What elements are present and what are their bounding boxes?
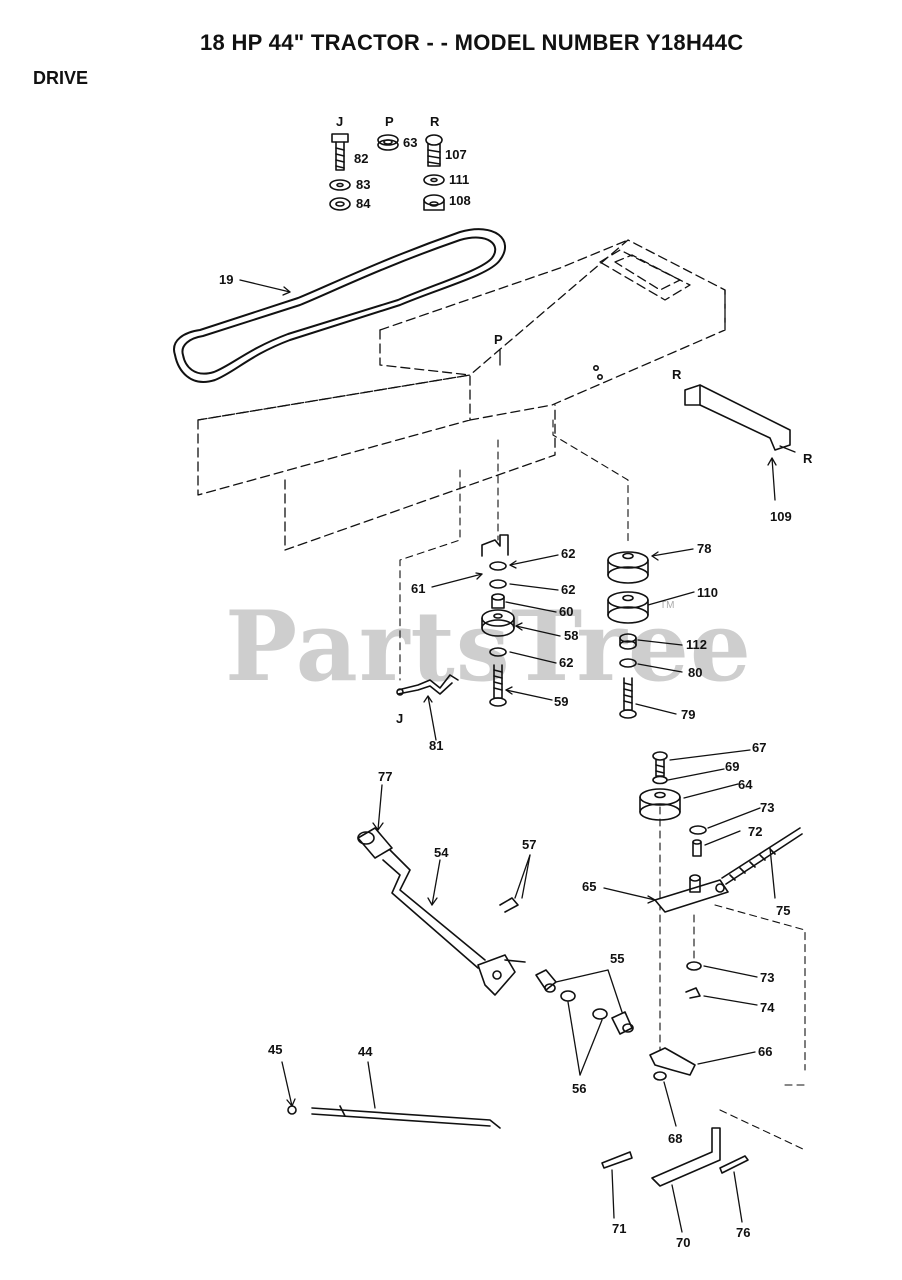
- callout-82: 82: [354, 151, 369, 166]
- callout-109: 109: [770, 509, 792, 524]
- callout-62-b: 62: [561, 582, 576, 597]
- washer-73: [689, 825, 707, 835]
- callout-71: 71: [612, 1221, 627, 1236]
- callout-62-c: 62: [559, 655, 574, 670]
- belt-19: [173, 228, 506, 383]
- washer-62: [489, 561, 507, 571]
- tractor-frame: [197, 239, 726, 551]
- callout-78: 78: [697, 541, 712, 556]
- leader-lines: [239, 279, 796, 1233]
- nut-68: [653, 1071, 667, 1081]
- callout-P-top: P: [385, 114, 394, 129]
- pulley-78: [607, 551, 649, 584]
- watermark-tm: TM: [660, 600, 675, 611]
- clip-74: [685, 987, 701, 999]
- callout-R-left: R: [672, 367, 682, 382]
- washer-83: [329, 179, 351, 191]
- callout-80: 80: [688, 665, 703, 680]
- pin-76: [719, 1155, 749, 1174]
- spacer-112: [619, 633, 637, 650]
- bolt-59: [489, 664, 507, 707]
- callout-107: 107: [445, 147, 467, 162]
- pin-71: [601, 1151, 633, 1169]
- callout-P-mid: P: [494, 332, 503, 347]
- callout-61: 61: [411, 581, 426, 596]
- callout-74: 74: [760, 1000, 775, 1015]
- callout-54: 54: [434, 845, 449, 860]
- callout-19: 19: [219, 272, 234, 287]
- spacer-72: [692, 839, 702, 857]
- callout-45: 45: [268, 1042, 283, 1057]
- callout-64: 64: [738, 777, 753, 792]
- lever-70: [651, 1127, 721, 1187]
- pulley-64: [639, 788, 681, 821]
- rod-44: [311, 1105, 501, 1129]
- bracket-66: [649, 1047, 696, 1076]
- idler-bracket-61: [481, 534, 509, 557]
- callout-112: 112: [686, 637, 707, 652]
- callout-108: 108: [449, 193, 471, 208]
- pedal-shaft-54: [357, 827, 526, 996]
- callout-65: 65: [582, 879, 597, 894]
- washer-73-b: [686, 961, 702, 971]
- watermark: PartsTree: [225, 590, 752, 703]
- washer-62-b: [489, 579, 507, 589]
- callout-83: 83: [356, 177, 371, 192]
- clip-45: [287, 1105, 297, 1115]
- callout-57: 57: [522, 837, 537, 852]
- idler-pulley-58: [481, 609, 515, 637]
- washer-62-c: [489, 647, 507, 657]
- callout-59: 59: [554, 694, 569, 709]
- bolt-79: [619, 677, 637, 719]
- callout-J-mid: J: [396, 711, 404, 726]
- callout-84: 84: [356, 196, 371, 211]
- section-title: DRIVE: [33, 68, 89, 88]
- page-title: 18 HP 44" TRACTOR - - MODEL NUMBER Y18H4…: [200, 30, 744, 55]
- callout-R-right: R: [803, 451, 813, 466]
- callout-76: 76: [736, 1225, 751, 1240]
- callout-72: 72: [748, 824, 763, 839]
- callout-77: 77: [378, 769, 393, 784]
- idler-arm-65: [654, 874, 729, 913]
- nut-84: [329, 197, 351, 211]
- callout-75: 75: [776, 903, 791, 918]
- bushing-56: [560, 990, 608, 1020]
- nut-63: [377, 134, 399, 151]
- washer-111: [423, 174, 445, 186]
- callout-73-b: 73: [760, 970, 775, 985]
- callout-58: 58: [564, 628, 579, 643]
- spring-75: [721, 827, 803, 885]
- pin-57: [499, 897, 519, 913]
- washer-69: [652, 775, 668, 785]
- callout-J-top: J: [336, 114, 344, 129]
- spacer-60: [491, 593, 505, 609]
- pulley-110: [607, 591, 649, 624]
- callout-69: 69: [725, 759, 740, 774]
- callout-79: 79: [681, 707, 696, 722]
- callout-73-a: 73: [760, 800, 775, 815]
- nut-108: [423, 194, 445, 211]
- bolt-107: [425, 134, 443, 167]
- callout-63: 63: [403, 135, 418, 150]
- callout-62-a: 62: [561, 546, 576, 561]
- callout-111: 111: [449, 172, 470, 187]
- callout-66: 66: [758, 1044, 773, 1059]
- callout-81: 81: [429, 738, 444, 753]
- callout-60: 60: [559, 604, 574, 619]
- rod-81: [396, 674, 459, 696]
- bracket-109: [684, 384, 791, 451]
- washer-80: [619, 658, 637, 668]
- callout-44: 44: [358, 1044, 373, 1059]
- arm-67: [652, 751, 668, 777]
- callout-56: 56: [572, 1081, 587, 1096]
- callout-55: 55: [610, 951, 625, 966]
- callout-110: 110: [697, 585, 718, 600]
- callout-68: 68: [668, 1131, 683, 1146]
- callout-67: 67: [752, 740, 767, 755]
- callout-R-top: R: [430, 114, 440, 129]
- bolt-82: [331, 133, 349, 171]
- callout-70: 70: [676, 1235, 691, 1250]
